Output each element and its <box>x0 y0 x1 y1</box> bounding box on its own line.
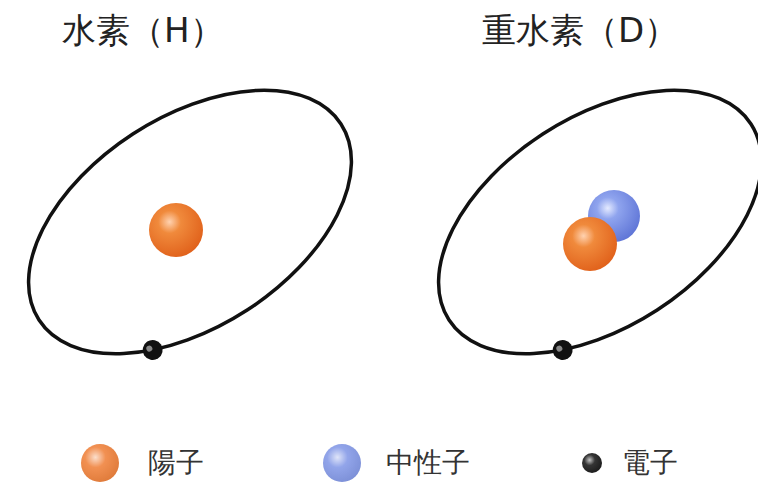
legend-swatch <box>81 444 119 482</box>
legend-label: 電子 <box>622 446 678 480</box>
orbit <box>0 36 398 408</box>
electron <box>549 336 577 364</box>
deuterium-atom <box>392 36 758 408</box>
orbit <box>392 36 758 408</box>
electron-highlight <box>555 344 563 352</box>
atom-heading: 水素（H） <box>62 10 224 51</box>
proton <box>563 217 617 271</box>
legend-label: 陽子 <box>148 446 204 480</box>
proton <box>149 203 203 257</box>
legend-swatch <box>323 444 361 482</box>
legend-label: 中性子 <box>386 446 470 480</box>
legend-swatch <box>582 453 602 473</box>
electron <box>139 336 167 364</box>
atom-heading: 重水素（D） <box>482 10 678 51</box>
hydrogen-atom <box>0 36 398 408</box>
electron-highlight <box>145 344 153 352</box>
